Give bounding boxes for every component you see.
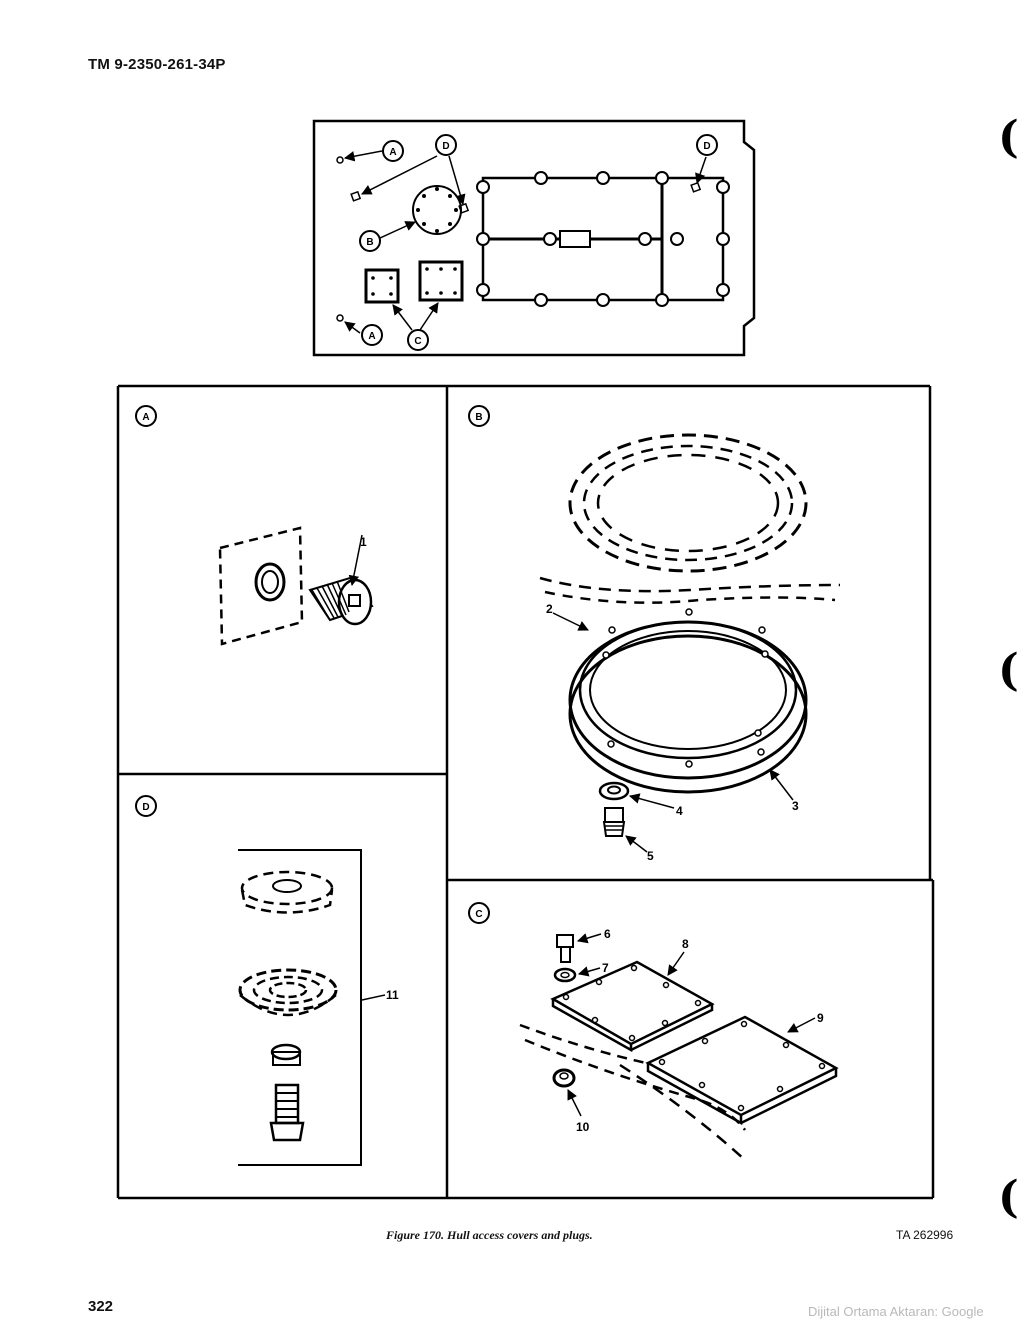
binder-mark: ( (998, 1172, 1019, 1223)
locator-label-a: A (389, 147, 396, 158)
panel-c-label: C (475, 909, 482, 920)
panel-a-pipe-plug-drawing (218, 526, 374, 646)
document-id: TM 9-2350-261-34P (88, 56, 226, 73)
callout-9: 9 (817, 1011, 824, 1025)
panel-a-label: A (142, 412, 149, 423)
callout-2: 2 (546, 602, 553, 616)
callout-1: 1 (360, 535, 367, 549)
callout-6: 6 (604, 927, 611, 941)
locator-diagram (312, 119, 756, 357)
callout-10: 10 (576, 1120, 590, 1134)
ta-number: TA 262996 (896, 1228, 954, 1242)
locator-label-a: A (368, 331, 375, 342)
panel-b-label: B (475, 412, 482, 423)
callout-8: 8 (682, 937, 689, 951)
callout-3: 3 (792, 799, 799, 813)
locator-label-d: D (442, 141, 449, 152)
figure-caption: Figure 170. Hull access covers and plugs… (386, 1228, 593, 1242)
panel-frames (116, 384, 935, 1200)
locator-label-d: D (703, 141, 710, 152)
panel-c-square-covers-drawing (519, 933, 839, 1161)
callout-7: 7 (602, 961, 609, 975)
locator-label-b: B (366, 237, 373, 248)
page-number: 322 (88, 1298, 114, 1315)
panel-b-round-cover-drawing (539, 433, 841, 853)
binder-mark: ( (998, 112, 1019, 163)
panel-d-label: D (142, 802, 149, 813)
callout-5: 5 (647, 849, 654, 863)
scan-watermark: Dijital Ortama Aktaran: Google (808, 1304, 984, 1319)
panel-d-plug-assembly-drawing (238, 849, 386, 1166)
callout-11: 11 (386, 988, 399, 1002)
locator-label-c: C (414, 336, 421, 347)
callout-4: 4 (676, 804, 683, 818)
binder-mark: ( (998, 645, 1019, 696)
